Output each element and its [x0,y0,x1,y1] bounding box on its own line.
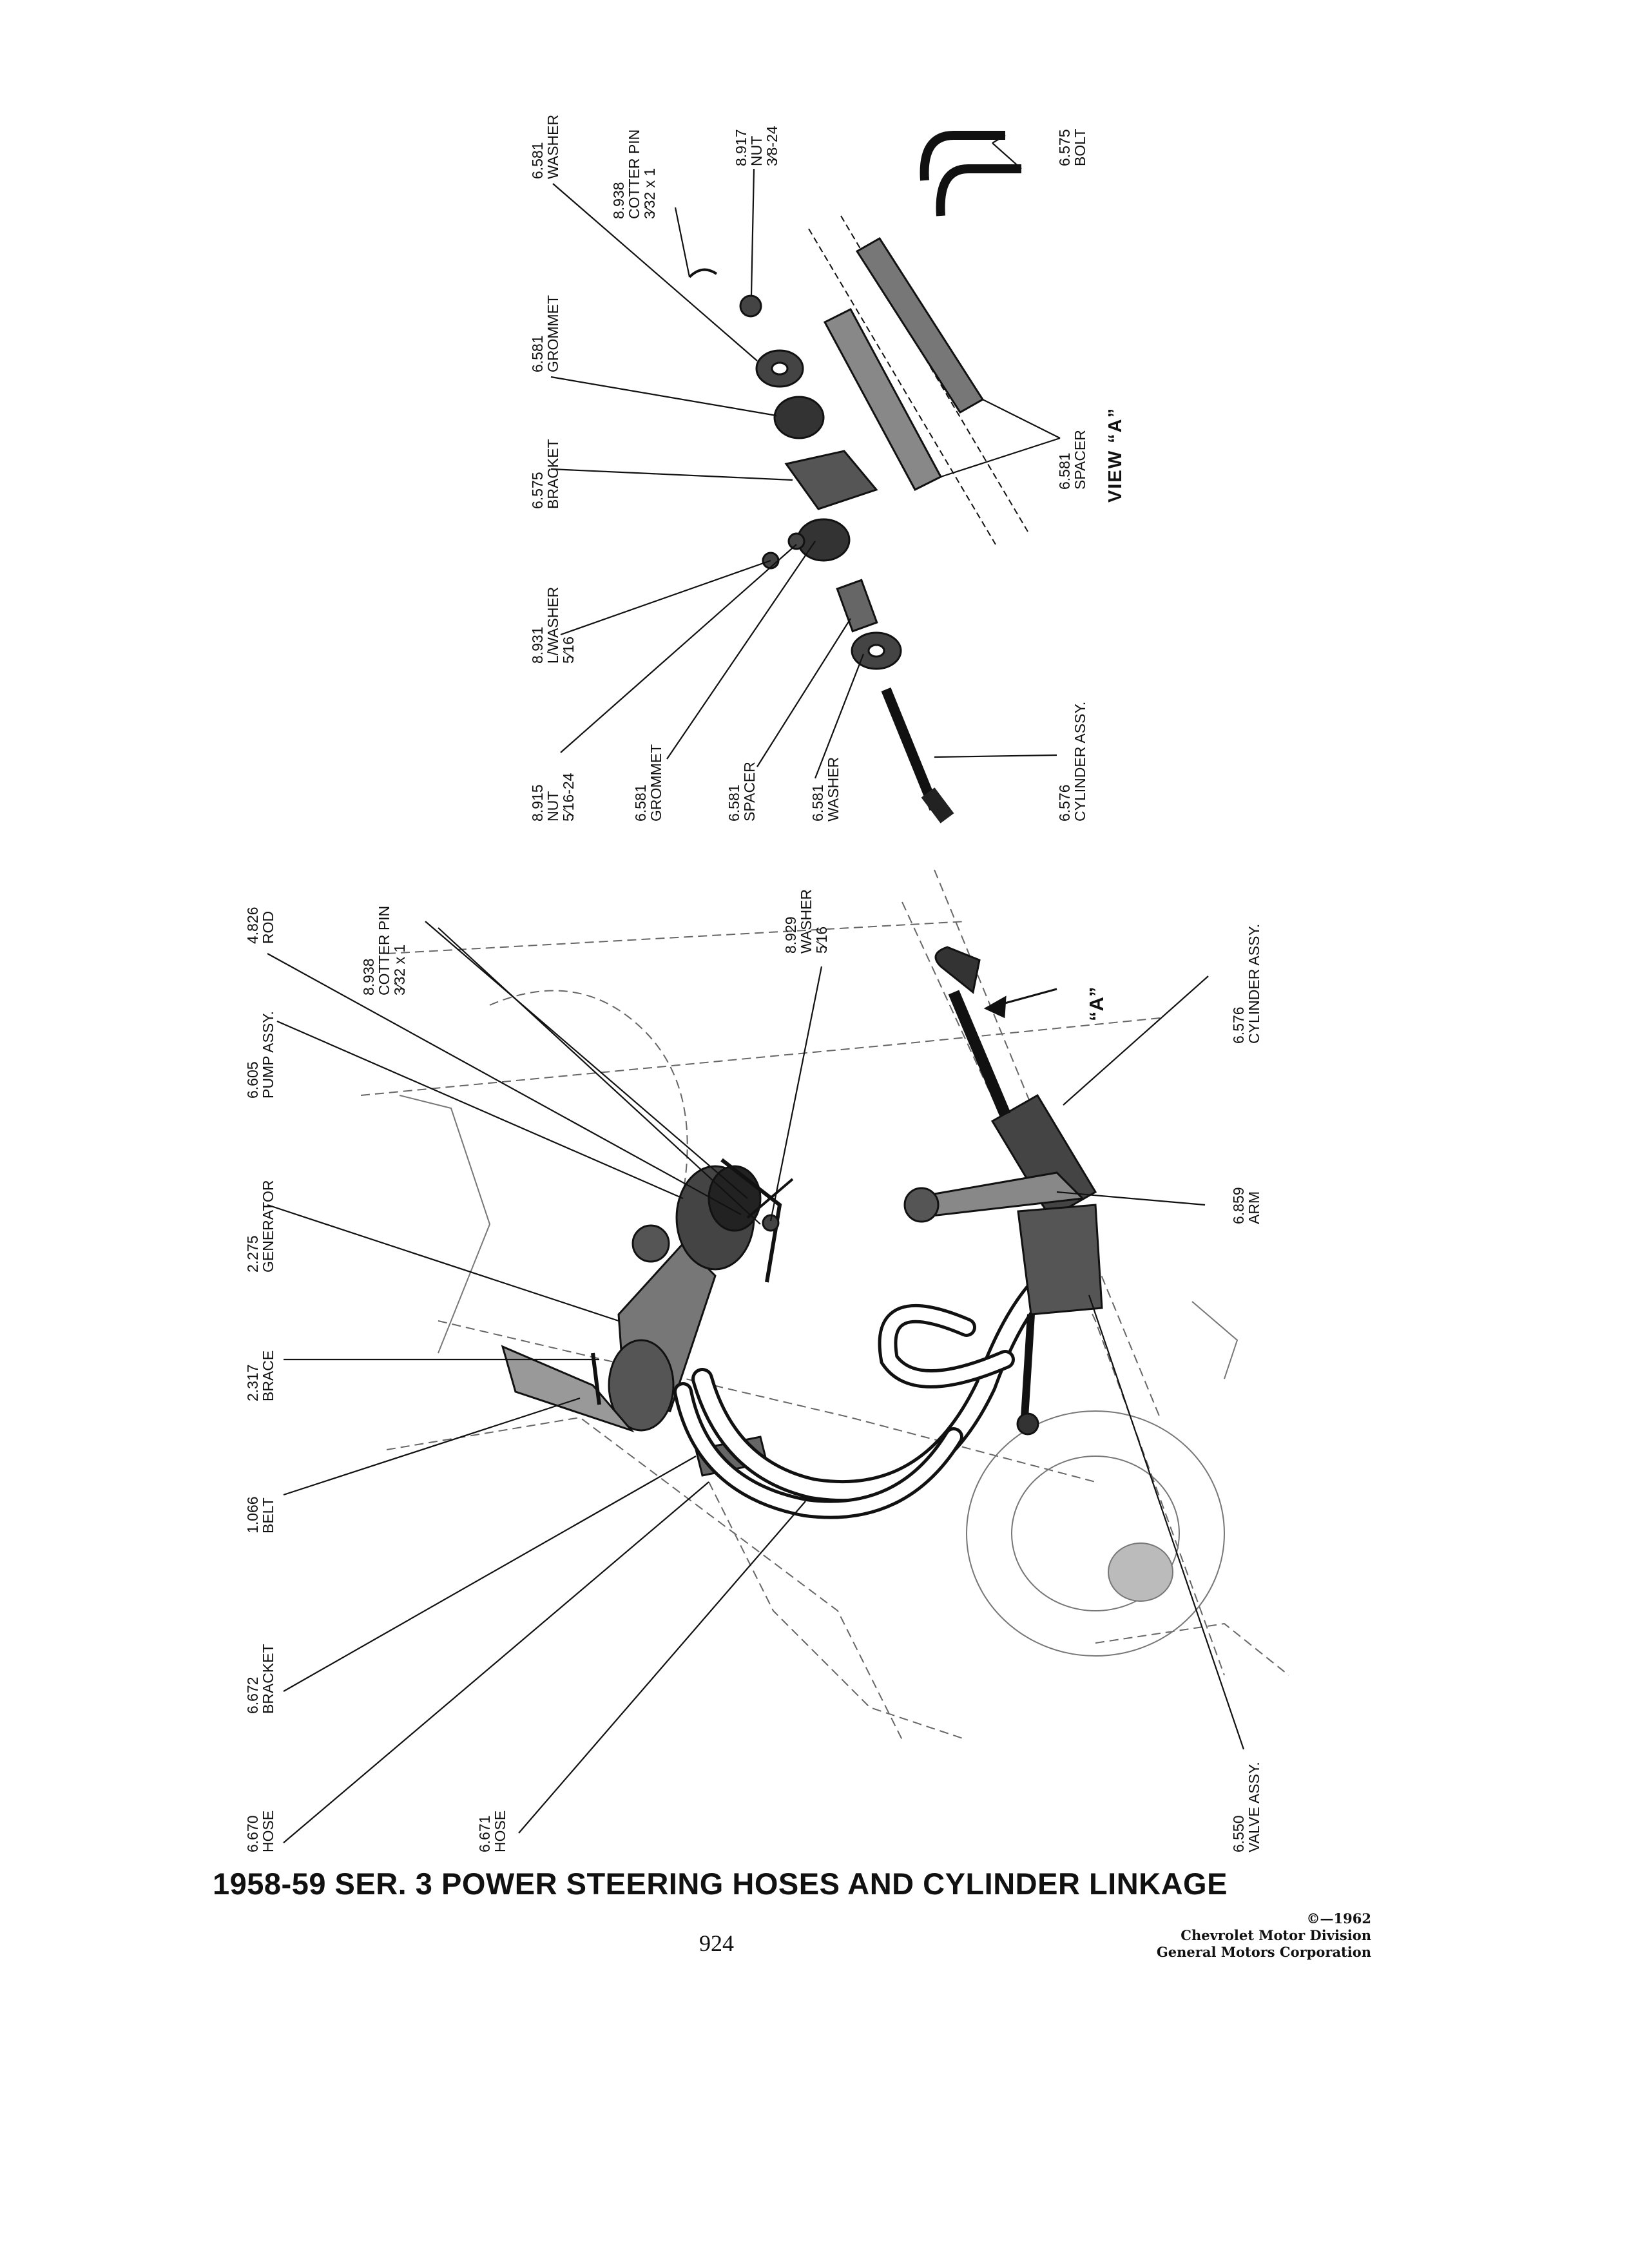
view-a-label-bracket: 6.575 BRACKET [529,439,561,509]
main-label-bracket: 6.672 BRACKET [244,1644,276,1714]
svg-text:6.575: 6.575 [1056,129,1073,166]
main-label-cylinder-assy: 6.576 CYLINDER ASSY. [1230,924,1262,1044]
svg-text:SPACER: SPACER [741,762,758,822]
view-a-label-cotter-pin-top: 8.938 COTTER PIN 3⁄32 x 1 [610,130,658,219]
main-label-hose-6670: 6.670 HOSE [244,1811,276,1852]
svg-text:8.931: 8.931 [529,626,546,664]
view-a-label-lwasher: 8.931 L/WASHER 5⁄16 [529,587,577,664]
view-a-drawing [688,131,1028,823]
svg-text:COTTER PIN: COTTER PIN [376,906,392,995]
view-a-label-washer-top: 6.581 WASHER [529,115,561,179]
svg-text:8.917: 8.917 [733,129,749,166]
main-label-cotter-pin: 8.938 COTTER PIN 3⁄32 x 1 [360,906,408,995]
main-label-pump: 6.605 PUMP ASSY. [244,1011,276,1099]
svg-text:6.581: 6.581 [632,784,649,822]
main-label-rod: 4.826 ROD [244,907,276,944]
main-label-brace: 2.317 BRACE [244,1350,276,1401]
svg-text:L/WASHER: L/WASHER [545,587,561,664]
svg-text:4.826: 4.826 [244,907,261,944]
svg-text:6.605: 6.605 [244,1061,261,1099]
copyright-corporation: General Motors Corporation [1156,1944,1371,1960]
copyright-year: ©—1962 [1306,1910,1371,1927]
main-view-drawing [360,869,1289,1740]
svg-text:6.581: 6.581 [529,142,546,179]
svg-text:8.929: 8.929 [782,916,799,954]
copyright-division: Chevrolet Motor Division [1181,1927,1371,1943]
svg-text:GROMMET: GROMMET [648,744,664,822]
copyright-notice: ©—1962 Chevrolet Motor Division General … [1157,1910,1371,1961]
view-a-label-washer-bottom: 6.581 WASHER [809,757,842,822]
view-a-label-grommet-bottom: 6.581 GROMMET [632,744,664,822]
main-label-washer: 8.929 WASHER 5⁄16 [782,889,830,954]
svg-text:HOSE: HOSE [260,1811,276,1852]
svg-text:COTTER PIN: COTTER PIN [626,130,642,219]
main-label-valve-assy: 6.550 VALVE ASSY. [1230,1762,1262,1852]
page-title: 1958-59 SER. 3 POWER STEERING HOSES AND … [213,1867,1228,1901]
svg-text:6.581: 6.581 [809,784,826,822]
svg-text:PUMP ASSY.: PUMP ASSY. [260,1011,276,1099]
svg-text:WASHER: WASHER [545,115,561,179]
svg-text:6.671: 6.671 [476,1815,493,1852]
svg-text:BRACKET: BRACKET [545,439,561,509]
svg-text:WASHER: WASHER [798,889,815,954]
svg-text:CYLINDER ASSY.: CYLINDER ASSY. [1072,702,1088,822]
svg-text:2.275: 2.275 [244,1235,261,1273]
svg-text:6.550: 6.550 [1230,1815,1247,1852]
svg-text:5⁄16-24: 5⁄16-24 [560,773,577,822]
svg-text:NUT: NUT [748,136,765,166]
main-label-belt: 1.066 BELT [244,1496,276,1533]
svg-text:WASHER: WASHER [825,757,842,822]
page-number: 924 [699,1930,734,1956]
svg-text:3⁄32 x 1: 3⁄32 x 1 [391,945,408,995]
svg-text:5⁄16: 5⁄16 [813,927,830,954]
view-a-leaders [550,135,1061,779]
view-a-title: VIEW “A” [1105,407,1126,503]
svg-text:8.938: 8.938 [610,182,627,219]
svg-text:NUT: NUT [545,791,561,822]
svg-text:GENERATOR: GENERATOR [260,1180,276,1273]
svg-text:6.672: 6.672 [244,1677,261,1714]
svg-text:6.581: 6.581 [529,335,546,372]
main-label-hose-6671: 6.671 HOSE [476,1811,508,1852]
view-a-label-spacer-right: 6.581 SPACER [1056,430,1088,490]
svg-text:6.670: 6.670 [244,1815,261,1852]
svg-text:ARM: ARM [1246,1191,1262,1224]
svg-text:2.317: 2.317 [244,1364,261,1401]
main-label-arm: 6.859 ARM [1230,1187,1262,1224]
svg-text:VALVE ASSY.: VALVE ASSY. [1246,1762,1262,1852]
svg-text:BRACKET: BRACKET [260,1644,276,1714]
view-a-label-nut-top: 8.917 NUT 3⁄8-24 [733,126,780,166]
svg-text:BRACE: BRACE [260,1350,276,1401]
a-callout-arrow [983,988,1057,1019]
view-a-label-nut-bottom: 8.915 NUT 5⁄16-24 [529,773,577,822]
svg-text:1.066: 1.066 [244,1496,261,1533]
main-label-generator: 2.275 GENERATOR [244,1180,276,1273]
svg-text:BELT: BELT [260,1497,276,1533]
view-a-label-grommet-top: 6.581 GROMMET [529,295,561,372]
svg-text:6.859: 6.859 [1230,1187,1247,1224]
svg-text:6.581: 6.581 [1056,452,1073,490]
svg-text:6.581: 6.581 [726,784,742,822]
svg-text:8.938: 8.938 [360,958,377,995]
svg-text:3⁄8-24: 3⁄8-24 [764,126,780,166]
main-view-leaders [267,921,1245,1843]
view-a-label-cylinder-assy: 6.576 CYLINDER ASSY. [1056,702,1088,822]
svg-text:BOLT: BOLT [1072,129,1088,166]
svg-text:6.576: 6.576 [1056,784,1073,822]
svg-text:ROD: ROD [260,911,276,944]
svg-text:3⁄32 x 1: 3⁄32 x 1 [641,168,658,219]
svg-text:6.575: 6.575 [529,472,546,509]
svg-text:8.915: 8.915 [529,784,546,822]
svg-text:CYLINDER ASSY.: CYLINDER ASSY. [1246,924,1262,1044]
view-a-label-spacer-bottom: 6.581 SPACER [726,762,758,822]
svg-text:HOSE: HOSE [492,1811,508,1852]
view-a-label-bolt: 6.575 BOLT [1056,129,1088,166]
svg-text:5⁄16: 5⁄16 [560,637,577,664]
svg-text:GROMMET: GROMMET [545,295,561,372]
a-callout-label: “A” [1085,987,1108,1021]
svg-text:SPACER: SPACER [1072,430,1088,490]
svg-text:6.576: 6.576 [1230,1006,1247,1044]
